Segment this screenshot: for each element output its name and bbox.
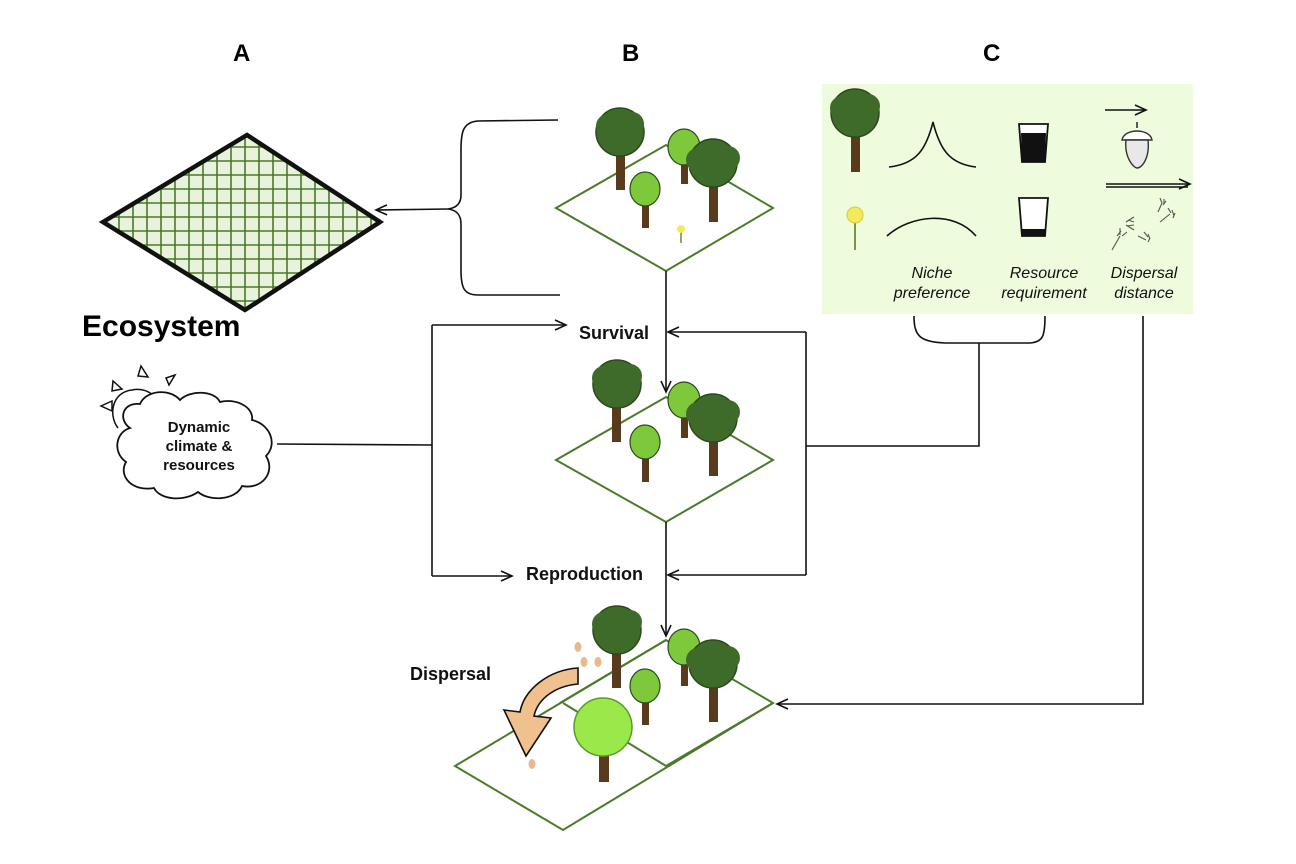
dispersal-distance-line2: distance: [1114, 285, 1174, 302]
tree-icon: [830, 88, 880, 172]
cloud-icon: [116, 391, 273, 500]
panel-c-background: [822, 84, 1193, 314]
climate-label-line3: resources: [163, 457, 235, 474]
seed-icon: [528, 642, 602, 769]
bracket-ecosystem: [374, 119, 560, 296]
water-glass-icon: [1018, 123, 1049, 237]
tree-icon: [573, 697, 633, 782]
panel-label-c: C: [983, 40, 1001, 67]
ecosystem-grid-icon: [98, 132, 385, 313]
tree-icon: [629, 171, 661, 228]
niche-curve-icon: [886, 121, 977, 237]
climate-label-line1: Dynamic: [167, 419, 231, 436]
ecosystem-title: Ecosystem: [82, 310, 241, 343]
resource-requirement-label: Resource requirement: [984, 264, 1104, 304]
niche-line1: Niche: [911, 265, 953, 282]
dandelion-seeds-icon: [1111, 197, 1176, 251]
dispersal-distance-line1: Dispersal: [1110, 265, 1178, 282]
tree-icon: [686, 138, 740, 222]
niche-line2: preference: [893, 285, 971, 302]
resource-line2: requirement: [1001, 285, 1087, 302]
plot-2: [553, 395, 775, 524]
reproduction-label: Reproduction: [526, 564, 643, 584]
tree-icon: [592, 605, 642, 688]
dispersal-distance-arrows: [1105, 104, 1192, 190]
resource-line1: Resource: [1009, 265, 1079, 282]
dispersal-label: Dispersal: [410, 664, 492, 684]
dispersal-distance-label: Dispersal distance: [1096, 264, 1192, 304]
plot-1: [553, 143, 775, 273]
trait-connectors: [666, 315, 1144, 710]
panel-label-a: A: [233, 40, 251, 67]
tree-icon: [686, 393, 740, 476]
climate-label-line2: climate &: [165, 438, 233, 455]
niche-preference-label: Niche preference: [880, 264, 984, 304]
flower-icon: [846, 206, 864, 250]
acorn-icon: [1121, 122, 1153, 169]
tree-icon: [629, 668, 661, 725]
dispersal-arrow-icon: [502, 667, 579, 758]
climate-label: Dynamic climate & resources: [150, 418, 248, 475]
climate-connectors: [276, 319, 568, 582]
survival-label: Survival: [579, 323, 650, 343]
tree-icon: [629, 424, 661, 482]
tree-icon: [686, 639, 740, 722]
panel-label-b: B: [622, 40, 640, 67]
flower-icon: [677, 225, 685, 243]
tree-icon: [592, 359, 642, 442]
tree-icon: [595, 107, 645, 190]
